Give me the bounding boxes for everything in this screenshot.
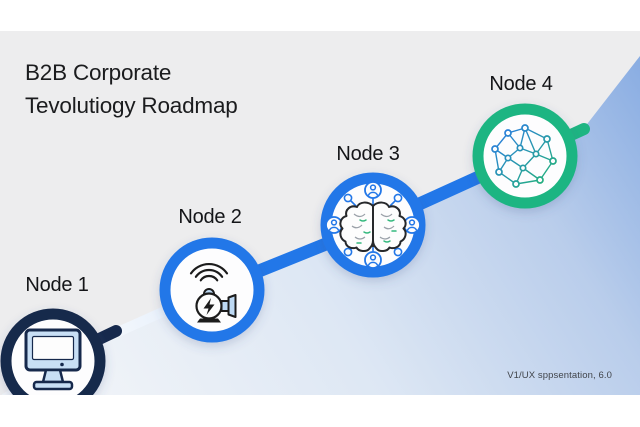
- brain-terminal-circles: [343, 193, 403, 257]
- brain-shape: [339, 201, 407, 252]
- node-4-label: Node 4: [489, 73, 553, 95]
- title-line-2: Tevolutiogy Roadmap: [25, 93, 238, 118]
- title-line-1: B2B Corporate: [25, 60, 172, 85]
- siren-signal-icon: [189, 263, 237, 323]
- growth-slope-gradient: [1, 56, 640, 395]
- user-badges: [325, 181, 421, 269]
- network-nodes: [491, 124, 557, 188]
- desktop-monitor-icon: [24, 328, 82, 391]
- node-1-label: Node 1: [25, 274, 89, 296]
- brain-collaboration-icon: [325, 181, 421, 269]
- slide-footer-note: V1/UX sppsentation, 6.0: [507, 370, 612, 381]
- network-graph-icon: [491, 124, 557, 188]
- node-4-ring: [472, 103, 578, 209]
- node-3-label: Node 3: [336, 143, 400, 165]
- slide-area: [0, 31, 640, 395]
- slide-title: B2B Corporate Tevolutiogy Roadmap: [25, 56, 238, 122]
- node-2-label: Node 2: [178, 206, 242, 228]
